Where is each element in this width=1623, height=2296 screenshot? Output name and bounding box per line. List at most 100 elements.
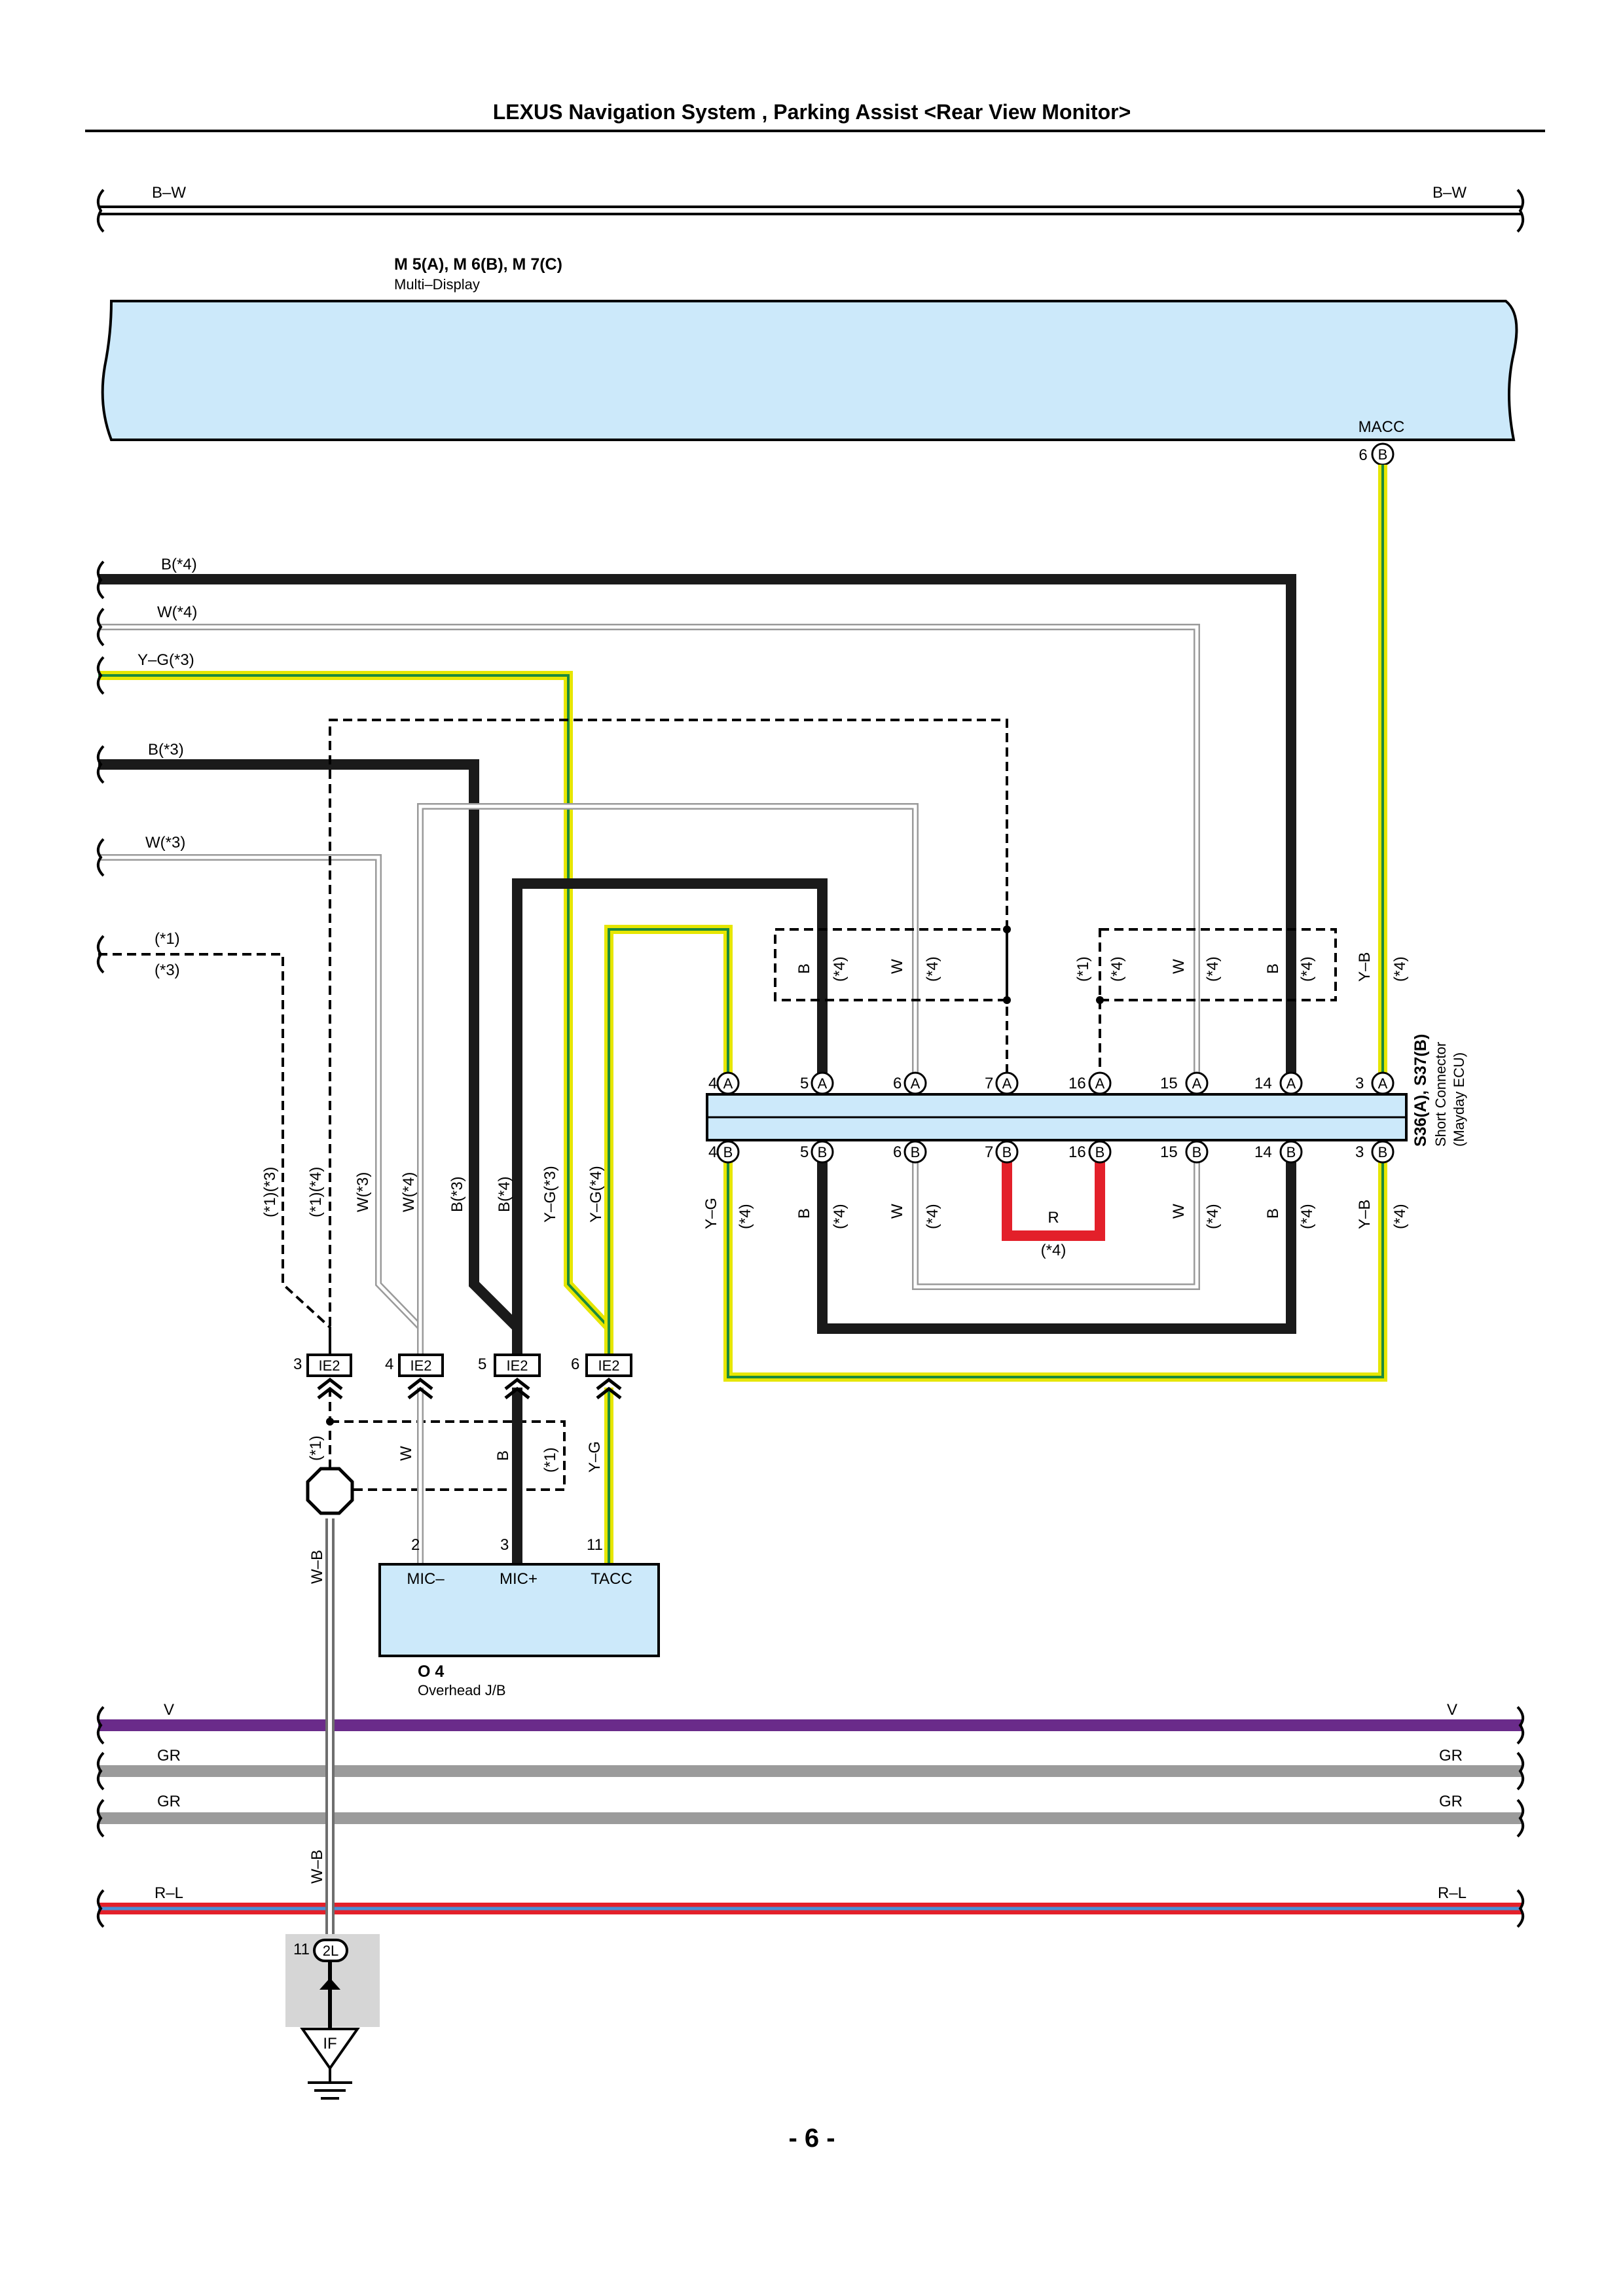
macc-pin-number: 6	[1359, 446, 1367, 464]
bw-bus: B–W B–W	[96, 184, 1525, 233]
wire-label: (*4)	[1041, 1242, 1067, 1259]
pin-conn: A	[818, 1075, 828, 1092]
wire-label: Y–G(*3)	[541, 1166, 559, 1223]
wire-label: (*4)	[1204, 956, 1222, 982]
ie2-pin-number: 4	[385, 1355, 393, 1373]
junction-name: 2L	[323, 1943, 338, 1959]
wire-label: (*4)	[1298, 1204, 1316, 1229]
pin-conn: B	[1095, 1144, 1105, 1160]
pin-conn: A	[723, 1075, 733, 1092]
bus-left-label: V	[164, 1701, 174, 1719]
wire-label: R	[1048, 1209, 1059, 1227]
pin-conn: B	[723, 1144, 733, 1160]
pin-16a: 16 A	[1068, 1071, 1112, 1095]
pin-conn: B	[1378, 1144, 1388, 1160]
macc-pin-name: MACC	[1359, 418, 1405, 436]
ie2-connector-4: 4 IE2	[385, 1354, 444, 1399]
wire-label: W–B	[308, 1850, 326, 1884]
overhead-jb-name: Overhead J/B	[418, 1682, 506, 1698]
pin-number: 6	[893, 1075, 902, 1092]
pin-conn: B	[911, 1144, 921, 1160]
ie2-pin-number: 3	[293, 1355, 302, 1373]
wire-label: (*1)(*4)	[307, 1167, 325, 1217]
short-connector-sub: (Mayday ECU)	[1451, 1052, 1467, 1147]
wire-label: (*4)	[831, 1204, 848, 1229]
pin-number: 16	[1068, 1075, 1086, 1092]
pin-number: 7	[985, 1075, 993, 1092]
wires	[98, 465, 1387, 1937]
overhead-jb-code: O 4	[418, 1662, 444, 1681]
ie2-name: IE2	[318, 1357, 340, 1374]
wire-label: (*4)	[1108, 956, 1126, 982]
wire-label: (*1)	[1074, 956, 1092, 982]
wire-label: (*1)	[541, 1447, 559, 1473]
jb-pin-number: 2	[411, 1536, 420, 1554]
splice-octagon	[306, 1467, 354, 1515]
junction-2l: 11 2L	[285, 1934, 380, 2029]
ie2-pin-number: 5	[478, 1355, 486, 1373]
ie2-connector-5: 5 IE2	[478, 1354, 541, 1399]
multi-display: M 5(A), M 6(B), M 7(C) Multi–Display MAC…	[101, 255, 1518, 466]
bus-left-label: R–L	[155, 1884, 183, 1902]
jb-pin-number: 3	[500, 1536, 509, 1554]
short-connector-code: S36(A), S37(B)	[1412, 1034, 1430, 1147]
pin-conn: B	[1192, 1144, 1202, 1160]
pin-conn: A	[1378, 1075, 1388, 1092]
wire-label: W(*4)	[157, 603, 197, 621]
top-wire-labels: B (*4) W (*4) (*1) (*4) W (*4) B (*4) Y–…	[795, 952, 1409, 982]
wire-label: W	[888, 1204, 906, 1219]
wire-label: B	[1264, 963, 1282, 974]
pin-conn: A	[1095, 1075, 1105, 1092]
page-title: LEXUS Navigation System , Parking Assist…	[493, 100, 1131, 124]
pin-number: 3	[1355, 1075, 1364, 1092]
pin-14a: 14 A	[1254, 1071, 1303, 1095]
wire-label: Y–B	[1356, 1200, 1374, 1229]
macc-pin-conn: B	[1378, 446, 1388, 463]
ie2-pin-number: 6	[571, 1355, 579, 1373]
wire-label: Y–G	[586, 1441, 604, 1473]
ie2-connector-3: 3 IE2	[293, 1354, 352, 1399]
splice-point	[1096, 996, 1104, 1004]
wire-label: Y–B	[1356, 952, 1374, 982]
jb-pin-name: TACC	[591, 1570, 632, 1588]
pin-conn: A	[1002, 1075, 1012, 1092]
wire-label: Y–G	[702, 1198, 720, 1229]
jb-pin-name: MIC–	[407, 1570, 445, 1588]
horizontal-buses: V V GR GR GR GR R–L R–L	[96, 1701, 1525, 1928]
pin-number: 14	[1254, 1143, 1272, 1161]
wire-label: W(*4)	[400, 1172, 418, 1212]
wire-label: W	[397, 1446, 415, 1461]
splice-point	[1003, 925, 1011, 933]
left-wire-stubs: B(*4) W(*4) Y–G(*3) B(*3) W(*3) (*1) (*3…	[96, 556, 197, 979]
pin-number: 5	[800, 1143, 809, 1161]
wire-label: W(*3)	[145, 834, 185, 852]
jb-pin-number: 11	[587, 1536, 603, 1554]
pin-number: 4	[708, 1143, 717, 1161]
pin-number: 6	[893, 1143, 902, 1161]
wire-label: (*1)	[307, 1435, 325, 1461]
splice-point	[1003, 996, 1011, 1004]
pin-conn: A	[1286, 1075, 1296, 1092]
wire-label: W(*3)	[354, 1172, 372, 1212]
ie2-connector-6: 6 IE2	[571, 1354, 632, 1399]
wire-label: (*4)	[924, 956, 941, 982]
wire-label: B(*3)	[448, 1176, 466, 1212]
pin-conn: A	[1192, 1075, 1202, 1092]
pin-number: 4	[708, 1075, 717, 1092]
wire-label: B(*4)	[161, 556, 197, 573]
wire-label: (*4)	[737, 1204, 754, 1229]
wire-label: W	[888, 959, 906, 974]
multi-display-code: M 5(A), M 6(B), M 7(C)	[394, 255, 562, 274]
lower-wire-labels: (*1) W B (*1) Y–G W–B W–B	[307, 1435, 604, 1884]
ground-name: IF	[323, 2035, 337, 2053]
pin-number: 14	[1254, 1075, 1272, 1092]
page-number: - 6 -	[788, 2124, 835, 2153]
